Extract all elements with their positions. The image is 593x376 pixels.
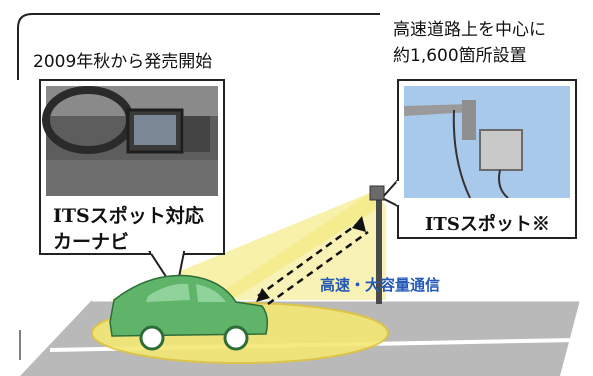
navi-photo-frame	[39, 79, 225, 255]
arrow-head-down	[256, 288, 270, 302]
antenna-pole-icon	[369, 185, 385, 304]
communication-label: 高速・大容量通信	[320, 276, 441, 294]
release-caption: 2009年秋から発売開始	[33, 52, 213, 72]
bidirectional-arrow-icon	[257, 220, 369, 306]
arrow-head-up	[352, 216, 366, 232]
outer-frame	[17, 13, 380, 80]
beam-cone-edge	[210, 192, 386, 300]
car-icon	[109, 274, 269, 351]
spot-photo-frame	[397, 79, 577, 239]
spot-label: ITSスポット※	[425, 214, 550, 235]
navi-label-line2: カーナビ	[53, 231, 130, 253]
navi-label: ITSスポット対応 カーナビ	[53, 203, 204, 255]
install-caption-line1: 高速道路上を中心に	[393, 20, 546, 40]
install-caption: 高速道路上を中心に 約1,600箇所設置	[393, 17, 546, 69]
navi-label-line1: ITSスポット対応	[53, 205, 204, 227]
install-caption-line2: 約1,600箇所設置	[393, 46, 527, 66]
